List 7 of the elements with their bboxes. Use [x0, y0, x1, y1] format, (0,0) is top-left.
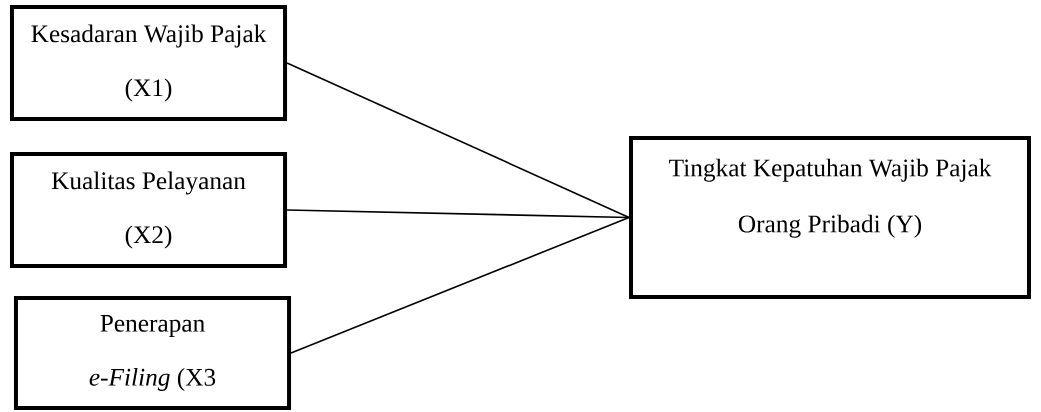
connector-line — [286, 209, 630, 219]
variable-box: Tingkat Kepatuhan Wajib Pajak Orang Pribadi (Y) — [629, 136, 1031, 299]
connector-line — [286, 62, 630, 219]
connector-line — [290, 216, 630, 354]
variable-box: Penerapan e-Filing (X3 — [14, 296, 292, 410]
variable-box: Kesadaran Wajib Pajak (X1) — [10, 5, 288, 121]
variable-box: Kualitas Pelayanan (X2) — [10, 152, 288, 268]
